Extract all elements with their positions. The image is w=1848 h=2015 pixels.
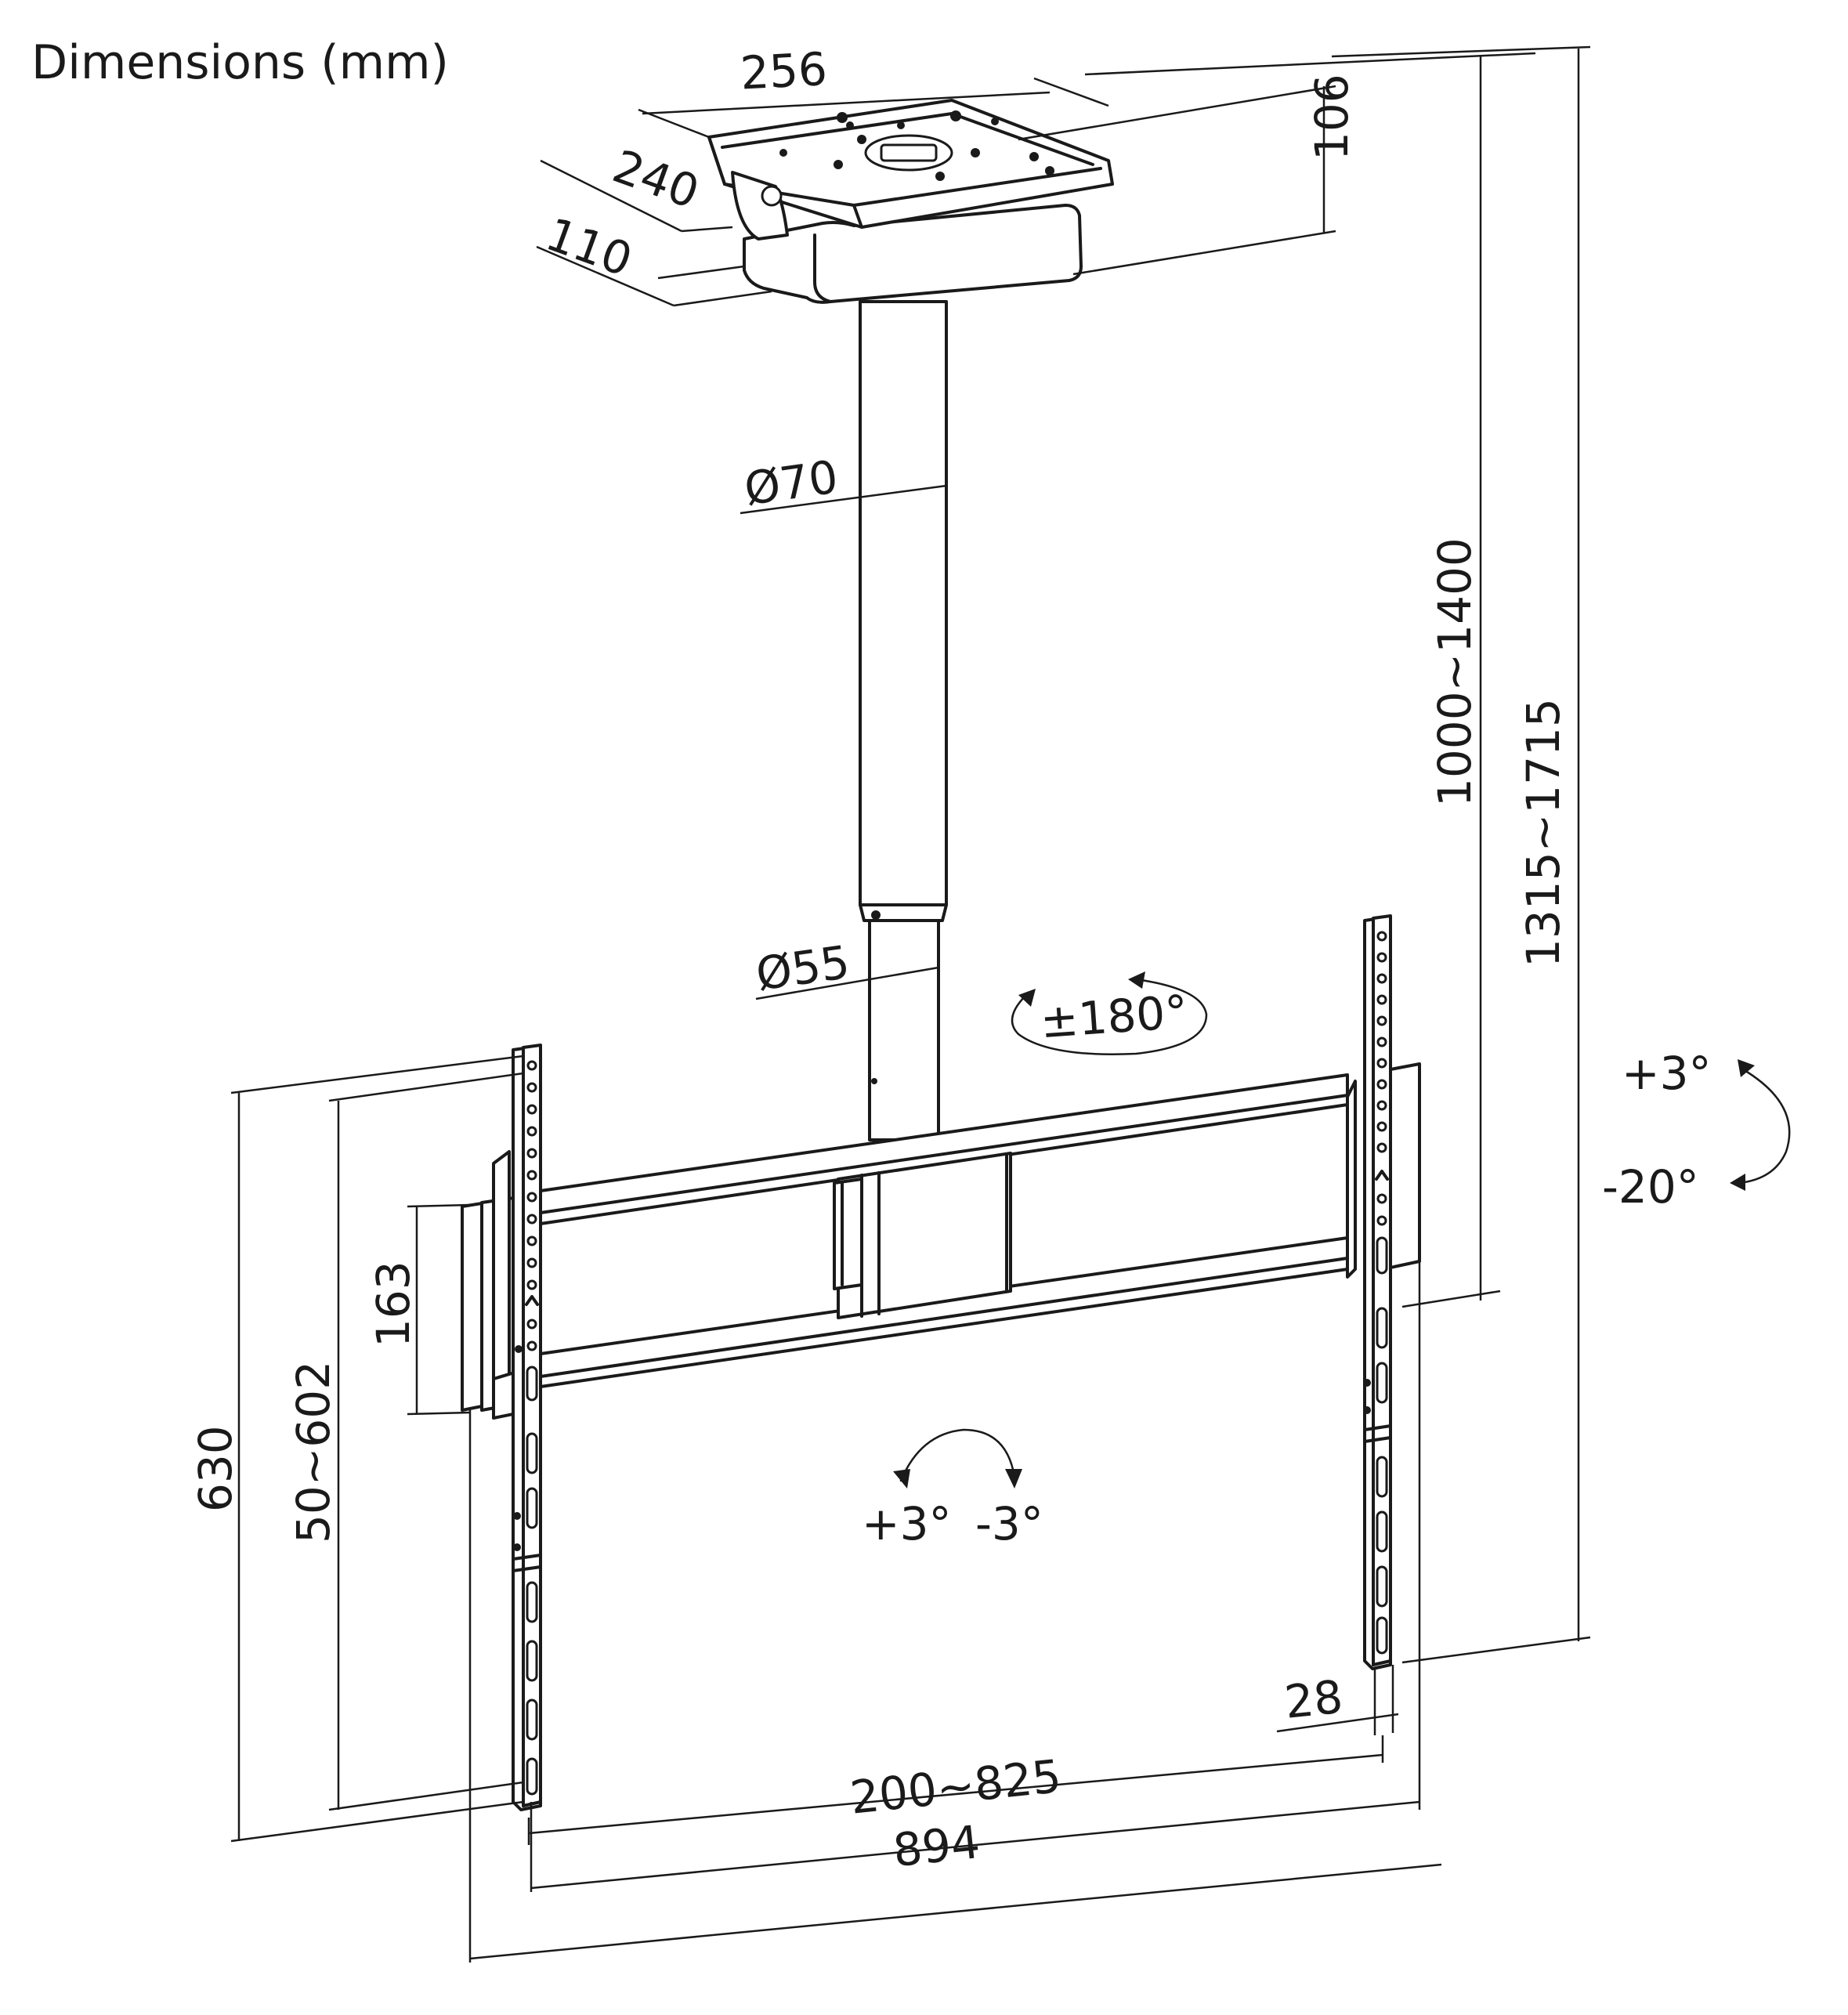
bracket-depth-label: 110	[539, 208, 638, 288]
tilt-arrow	[1730, 1059, 1791, 1191]
arm-depth-label: 28	[1282, 1670, 1346, 1729]
bottom-dimension-lines	[468, 1261, 1442, 1963]
level-arrow	[893, 1428, 1022, 1489]
overall-height-label: 1315~1715	[1517, 698, 1570, 968]
swivel-label: ±180°	[1039, 985, 1190, 1048]
pole-length-label: 1000~1400	[1428, 537, 1481, 807]
telescopic-pole	[740, 300, 948, 1141]
tilt-down-label: -20°	[1602, 1160, 1699, 1214]
right-strip-holes	[1363, 931, 1389, 1655]
left-dimension-lines	[230, 1055, 524, 1843]
bracket-height-label: 163	[367, 1261, 420, 1348]
frame-height-label: 630	[189, 1425, 242, 1512]
tv-frame	[539, 1073, 1349, 1388]
vesa-vertical-label: 50~602	[287, 1361, 340, 1543]
height-dimension-lines	[1084, 45, 1591, 1664]
swivel-arrow	[1011, 971, 1208, 1055]
diagram-title: Dimensions (mm)	[31, 35, 449, 90]
plate-dimension-lines	[536, 77, 1336, 307]
level-plus-label: +3°	[862, 1497, 952, 1550]
plate-height-label: 106	[1305, 74, 1358, 161]
plate-width-label: 256	[739, 42, 828, 100]
level-minus-label: -3°	[975, 1497, 1043, 1550]
right-bracket	[1346, 1062, 1421, 1279]
plate-depth-label: 240	[606, 139, 706, 219]
pole-inner-diameter-label: Ø55	[753, 935, 853, 1001]
frame-width-label: 894	[891, 1815, 982, 1877]
pole-outer-diameter-label: Ø70	[741, 450, 841, 516]
ceiling-plate	[707, 99, 1114, 304]
left-vertical-strip	[512, 1044, 542, 1811]
left-strip-holes	[513, 1060, 539, 1796]
tilt-up-label: +3°	[1622, 1047, 1712, 1100]
vesa-horizontal-label: 200~825	[848, 1749, 1064, 1825]
right-vertical-strip	[1363, 914, 1392, 1670]
